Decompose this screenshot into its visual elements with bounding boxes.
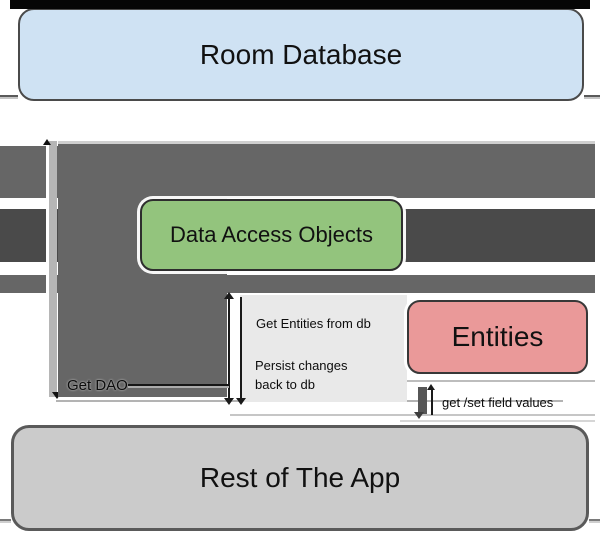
edge-tick: [0, 519, 11, 521]
edge-label-get-entities: Get Entities from db: [256, 316, 371, 331]
edge-tick: [589, 519, 600, 521]
get-dao-line: [128, 384, 229, 386]
get-field-arrow-line: [431, 388, 433, 415]
arrow-down-icon: [52, 392, 62, 399]
arrow-down-icon: [236, 398, 246, 405]
edge-tick: [0, 95, 18, 97]
edge-tick: [584, 95, 600, 97]
edge-label-get-set-field-values: get /set field values: [442, 395, 554, 410]
edge-label-persist-changes: Persist changes back to db: [255, 358, 348, 392]
node-rest-of-the-app: Rest of The App: [11, 425, 589, 531]
get-dao-line-shadow: [128, 386, 229, 388]
node-entities: Entities: [407, 300, 588, 374]
node-room-database: Room Database: [18, 8, 584, 101]
dao-app-panel: [240, 295, 407, 402]
top-strip: [10, 0, 590, 9]
edge-tick: [584, 97, 600, 99]
arrow-up-icon: [427, 384, 435, 390]
band-gap: [46, 141, 49, 399]
edge-tick: [0, 97, 18, 99]
get-entities-arrow-line: [240, 297, 242, 399]
node-label: Data Access Objects: [170, 222, 373, 247]
persist-arrow-line: [228, 297, 230, 399]
node-label: Room Database: [199, 38, 403, 70]
set-field-arrow-shaft: [418, 387, 427, 414]
node-data-access-objects: Data Access Objects: [140, 199, 403, 271]
edge-label-get-dao: Get DAO: [67, 377, 128, 394]
node-label: Rest of The App: [199, 462, 401, 493]
arrow-block-edge: [58, 141, 595, 144]
arrow-down-icon: [414, 412, 424, 419]
arrow-up-icon: [43, 139, 51, 145]
artifact-line: [230, 414, 595, 416]
arrow-up-icon: [224, 292, 234, 299]
artifact-line: [407, 380, 595, 382]
edge-tick: [0, 521, 11, 523]
node-label: Entities: [451, 321, 544, 352]
arrow-down-icon: [224, 398, 234, 405]
artifact-line: [400, 420, 595, 422]
edge-tick: [589, 521, 600, 523]
get-dao-arrow-shaft: [49, 141, 57, 397]
